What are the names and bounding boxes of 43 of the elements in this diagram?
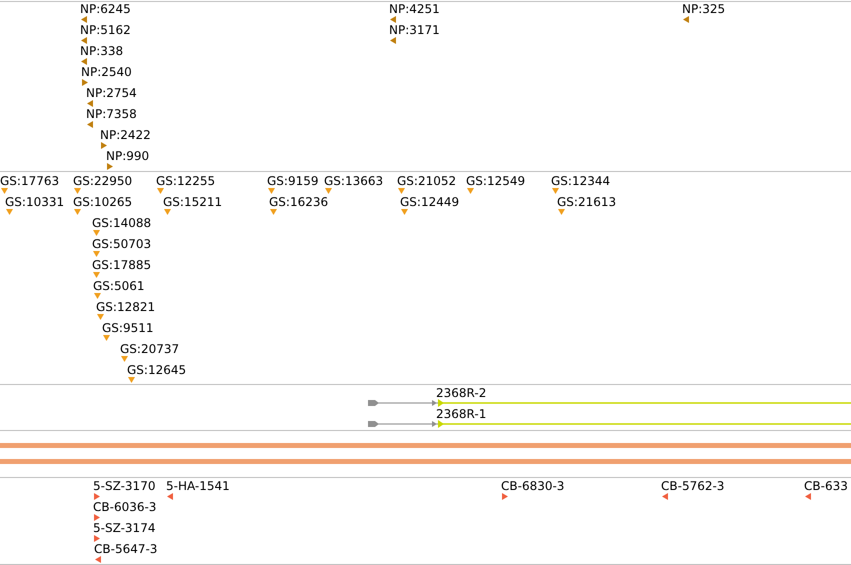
feature-label: 5-HA-1541 <box>166 479 230 493</box>
feature-label: GS:9511 <box>102 321 154 335</box>
feature-label: GS:15211 <box>163 195 222 209</box>
feature-label: NP:6245 <box>80 2 131 16</box>
feature-label: CB-5762-3 <box>661 479 724 493</box>
feature-label: GS:12549 <box>466 174 526 188</box>
feature-label: NP:2754 <box>86 86 137 100</box>
feature-label: NP:2422 <box>100 128 151 142</box>
feature-label: 5-SZ-3170 <box>93 479 156 493</box>
feature-label: CB-6830-3 <box>501 479 564 493</box>
feature-label: GS:17885 <box>92 258 152 272</box>
feature-label: GS:21052 <box>397 174 456 188</box>
feature-label: GS:14088 <box>92 216 152 230</box>
feature-label: NP:7358 <box>86 107 137 121</box>
feature-label: GS:17763 <box>0 174 60 188</box>
feature-label: NP:325 <box>682 2 726 16</box>
feature-label: NP:5162 <box>80 23 131 37</box>
feature-label: GS:13663 <box>324 174 384 188</box>
feature-label: 5-SZ-3174 <box>93 521 156 535</box>
feature-label: GS:12821 <box>96 300 156 314</box>
feature-label: NP:3171 <box>389 23 440 37</box>
feature-label: GS:10331 <box>5 195 64 209</box>
feature-label: GS:10265 <box>73 195 132 209</box>
feature-label: GS:12449 <box>400 195 460 209</box>
feature-label: NP:4251 <box>389 2 440 16</box>
feature-label: CB-6036-3 <box>93 500 156 514</box>
feature-label: NP:338 <box>80 44 124 58</box>
feature-label: CB-633 <box>804 479 848 493</box>
feature-label: GS:16236 <box>269 195 328 209</box>
transcript-label: 2368R-2 <box>436 386 486 400</box>
feature-label: GS:20737 <box>120 342 180 356</box>
feature-label: NP:2540 <box>81 65 132 79</box>
feature-label: GS:12344 <box>551 174 610 188</box>
feature-label: GS:21613 <box>557 195 616 209</box>
feature-label: GS:50703 <box>92 237 152 251</box>
feature-label: GS:22950 <box>73 174 132 188</box>
feature-label: GS:5061 <box>93 279 144 293</box>
feature-label: CB-5647-3 <box>94 542 158 556</box>
feature-label: NP:990 <box>106 149 150 163</box>
feature-label: GS:9159 <box>267 174 318 188</box>
feature-label: GS:12255 <box>156 174 216 188</box>
transcript-label: 2368R-1 <box>436 407 486 421</box>
feature-label: GS:12645 <box>127 363 186 377</box>
